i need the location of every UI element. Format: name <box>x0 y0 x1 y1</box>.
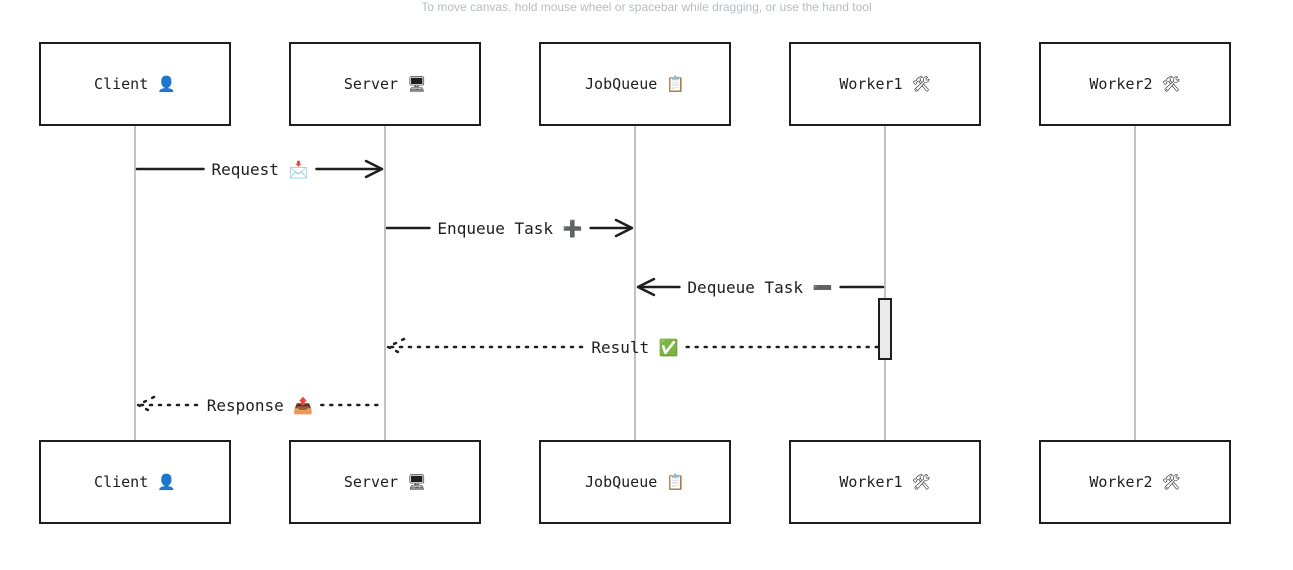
actor-jobqueue-top[interactable]: JobQueue 📋 <box>539 42 731 126</box>
actor-client-bottom[interactable]: Client 👤 <box>39 440 231 524</box>
actor-boxes: Client 👤 Client 👤 Server 🖥 Server 🖥 JobQueue… <box>39 42 1231 524</box>
actor-box[interactable] <box>789 42 981 126</box>
actor-label: Worker1 🛠 <box>839 473 930 491</box>
arrowhead-icon <box>364 159 384 179</box>
actor-label: Client 👤 <box>94 75 176 93</box>
lifelines <box>134 125 1136 441</box>
message-label: Enqueue Task ➕ <box>437 219 582 238</box>
arrowhead-icon <box>614 218 634 238</box>
message-label: Response 📤 <box>207 396 314 415</box>
actor-label: Worker1 🛠 <box>839 75 930 93</box>
message-0[interactable]: Request 📩 <box>135 159 384 179</box>
actor-box[interactable] <box>39 42 231 126</box>
messages: Request 📩 Enqueue Task ➕ Dequeue Task ➖ Res… <box>135 159 885 415</box>
actor-box[interactable] <box>289 440 481 524</box>
actor-box[interactable] <box>539 440 731 524</box>
message-label: Result ✅ <box>591 338 678 357</box>
actor-label: Worker2 🛠 <box>1089 75 1180 93</box>
worker1-activation-bar <box>878 298 892 360</box>
actor-worker2-bottom[interactable]: Worker2 🛠 <box>1039 440 1231 524</box>
actor-box[interactable] <box>1039 42 1231 126</box>
actor-label: JobQueue 📋 <box>585 473 685 491</box>
actor-worker1-bottom[interactable]: Worker1 🛠 <box>789 440 981 524</box>
arrowhead-icon <box>135 395 156 415</box>
actor-jobqueue-bottom[interactable]: JobQueue 📋 <box>539 440 731 524</box>
actor-box[interactable] <box>39 440 231 524</box>
arrowhead-icon <box>636 277 656 297</box>
actor-box[interactable] <box>289 42 481 126</box>
message-label: Request 📩 <box>212 160 309 179</box>
message-3[interactable]: Result ✅ <box>385 337 885 357</box>
actor-worker2-top[interactable]: Worker2 🛠 <box>1039 42 1231 126</box>
actor-label: JobQueue 📋 <box>585 75 685 93</box>
actor-server-bottom[interactable]: Server 🖥 <box>289 440 481 524</box>
actor-label: Server 🖥 <box>344 75 426 93</box>
actor-label: Worker2 🛠 <box>1089 473 1180 491</box>
actor-label: Server 🖥 <box>344 473 426 491</box>
actor-box[interactable] <box>789 440 981 524</box>
canvas-hint: To move canvas, hold mouse wheel or spac… <box>421 0 872 14</box>
activations <box>878 298 892 360</box>
actor-server-top[interactable]: Server 🖥 <box>289 42 481 126</box>
message-2[interactable]: Dequeue Task ➖ <box>636 277 885 297</box>
actor-client-top[interactable]: Client 👤 <box>39 42 231 126</box>
message-4[interactable]: Response 📤 <box>135 395 385 415</box>
message-label: Dequeue Task ➖ <box>687 278 832 297</box>
actor-label: Client 👤 <box>94 473 176 491</box>
actor-worker1-top[interactable]: Worker1 🛠 <box>789 42 981 126</box>
actor-box[interactable] <box>539 42 731 126</box>
actor-box[interactable] <box>1039 440 1231 524</box>
message-1[interactable]: Enqueue Task ➕ <box>385 218 634 238</box>
arrowhead-icon <box>385 337 406 357</box>
